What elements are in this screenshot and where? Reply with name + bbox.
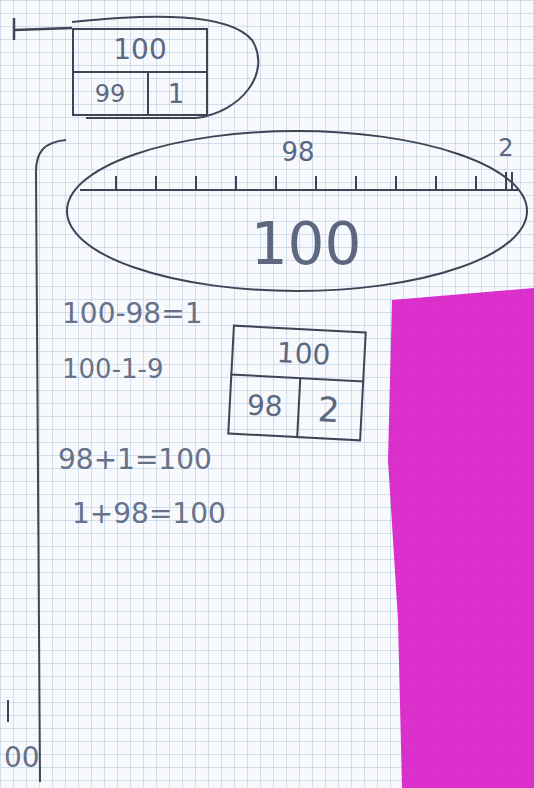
oval-outline — [67, 131, 527, 291]
divider-line — [297, 378, 300, 438]
note: 00 — [4, 744, 40, 772]
divider-line — [72, 71, 208, 73]
handwritten-number: 98 — [281, 139, 314, 165]
number-line-oval: 98 2 100 — [66, 130, 528, 292]
divider-line — [80, 189, 518, 191]
divider-line — [155, 176, 157, 190]
equation: 98+1=100 — [58, 446, 212, 474]
pencil-stroke — [14, 18, 72, 40]
handwritten-number: 99 — [95, 82, 126, 106]
divider-line — [115, 176, 117, 190]
handwritten-number: 1 — [168, 81, 185, 107]
pencil-stroke — [7, 700, 9, 722]
handwritten-number: 100 — [276, 339, 331, 370]
divider-line — [315, 176, 317, 190]
handwritten-number: 2 — [498, 136, 513, 160]
divider-line — [147, 72, 149, 116]
divider-line — [230, 375, 364, 382]
divider-line — [275, 176, 277, 190]
divider-line — [355, 176, 357, 190]
magenta-patch — [388, 288, 534, 788]
divider-line — [395, 176, 397, 190]
box-outline — [228, 326, 365, 441]
part-whole-box: 100 99 1 — [72, 28, 208, 116]
divider-line — [195, 176, 197, 190]
equation: 100-98=1 — [62, 300, 202, 328]
divider-line — [505, 172, 507, 190]
handwritten-number: 2 — [317, 392, 340, 427]
divider-line — [235, 176, 237, 190]
bubble-outline — [72, 17, 258, 118]
equation: 100-1-9 — [62, 356, 163, 382]
box-outline — [73, 29, 207, 115]
handwritten-number: 100 — [113, 36, 166, 64]
equation: 1+98=100 — [72, 500, 226, 528]
divider-line — [475, 176, 477, 190]
handwritten-number: 98 — [246, 391, 283, 421]
divider-line — [511, 172, 513, 190]
part-whole-box: 100 98 2 — [227, 325, 367, 442]
divider-line — [435, 176, 437, 190]
handwritten-number: 100 — [251, 215, 362, 273]
